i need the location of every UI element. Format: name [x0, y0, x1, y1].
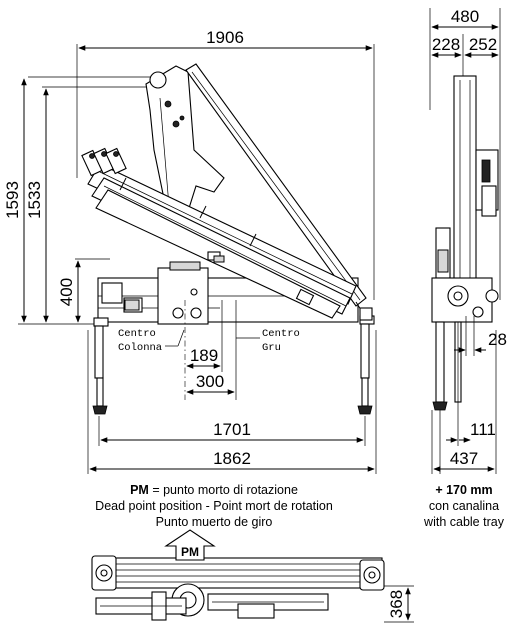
dim-300: 300 [196, 372, 224, 391]
dim-1593: 1593 [3, 181, 22, 219]
pm-tag: PM [181, 545, 199, 559]
label-centro-colonna-2: Colonna [118, 342, 162, 354]
right-stabilizer-leg [357, 315, 375, 415]
main-column [145, 65, 225, 229]
pm-definition-it: = punto morto di rotazione [149, 483, 298, 497]
side-view: 1906 1593 1533 400 Centro Colonna Centro… [3, 28, 377, 474]
dim-480: 480 [451, 7, 479, 26]
pm-definition-es: Punto muerto de giro [156, 515, 273, 529]
svg-text:PM = punto morto di rotazione: PM = punto morto di rotazione [130, 483, 298, 497]
dim-1906: 1906 [206, 28, 244, 47]
dim-1533: 1533 [25, 181, 44, 219]
cable-tray-it: con canalina [429, 499, 499, 513]
cable-tray-note: + 170 mm con canalina with cable tray [423, 483, 505, 529]
label-centro-colonna-1: Centro [118, 328, 156, 340]
label-centro-gru-1: Centro [262, 328, 300, 340]
dim-400: 400 [57, 278, 76, 306]
end-view: 480 228 252 28 111 [429, 7, 507, 474]
dim-189: 189 [190, 346, 218, 365]
dim-228: 228 [432, 35, 460, 54]
dim-111: 111 [470, 420, 496, 439]
pm-abbreviation: PM [130, 483, 149, 497]
dim-368: 368 [387, 590, 406, 618]
left-stabilizer-leg [92, 317, 109, 415]
cable-tray-en: with cable tray [423, 515, 505, 529]
dim-437: 437 [450, 449, 478, 468]
dim-1862: 1862 [213, 449, 251, 468]
pm-caption: PM = punto morto di rotazione Dead point… [95, 483, 333, 529]
boom-package [81, 147, 373, 321]
dim-252: 252 [469, 35, 497, 54]
pm-arrow-icon [164, 529, 216, 561]
dim-28: 28 [488, 330, 507, 349]
pm-definition-en-fr: Dead point position - Point mort de rota… [95, 499, 333, 513]
top-view: PM 368 [91, 529, 414, 623]
cable-tray-extra: + 170 mm [435, 483, 492, 497]
dim-1701: 1701 [213, 420, 251, 439]
label-centro-gru-2: Gru [262, 342, 281, 354]
